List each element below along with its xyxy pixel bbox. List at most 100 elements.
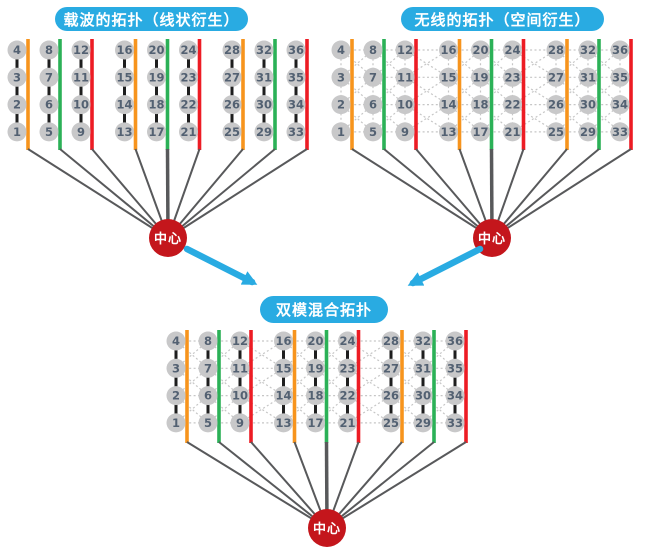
node-label: 3: [13, 70, 21, 84]
node-22: [338, 386, 357, 406]
node-35: [610, 67, 630, 87]
node-label: 10: [73, 98, 89, 112]
hybrid-topology: 4321876512111091615141320191817242322212…: [166, 330, 468, 547]
node-label: 7: [45, 70, 53, 84]
node-label: 14: [116, 98, 132, 112]
node-label: 34: [447, 389, 463, 403]
node-1: [331, 122, 351, 142]
hybrid-topology-title: 双模混合拓扑: [260, 296, 388, 323]
node-34: [286, 95, 306, 115]
node-6: [363, 95, 383, 115]
hub-link: [167, 148, 308, 239]
node-label: 32: [256, 43, 272, 57]
node-label: 9: [401, 125, 409, 139]
node-36: [286, 40, 306, 60]
node-15: [274, 358, 293, 378]
node-label: 7: [369, 70, 377, 84]
node-label: 24: [180, 43, 196, 57]
node-28: [222, 40, 242, 60]
node-11: [395, 67, 415, 87]
node-21: [503, 122, 522, 142]
node-label: 22: [180, 98, 196, 112]
node-label: 5: [369, 125, 377, 139]
node-label: 30: [415, 389, 431, 403]
hub-node: [308, 509, 346, 547]
node-label: 1: [337, 125, 345, 139]
node-32: [254, 40, 274, 60]
node-22: [503, 95, 522, 115]
node-label: 17: [148, 125, 164, 139]
hub-link: [250, 441, 328, 529]
node-8: [39, 40, 59, 60]
node-9: [71, 122, 91, 142]
node-18: [471, 95, 490, 115]
node-7: [363, 67, 383, 87]
node-16: [439, 40, 458, 60]
node-label: 16: [116, 43, 132, 57]
hub-link: [27, 148, 169, 239]
node-11: [230, 358, 250, 378]
node-label: 13: [116, 125, 132, 139]
hub-link: [326, 441, 403, 529]
node-label: 3: [337, 70, 345, 84]
node-label: 32: [580, 43, 596, 57]
node-label: 8: [369, 43, 377, 57]
node-label: 5: [204, 416, 212, 430]
hub-link: [326, 441, 467, 529]
node-36: [610, 40, 630, 60]
node-label: 13: [440, 125, 456, 139]
hub-link: [491, 148, 600, 239]
node-label: 29: [256, 125, 272, 139]
node-label: 6: [204, 389, 212, 403]
node-label: 28: [548, 43, 564, 57]
node-label: 36: [288, 43, 304, 57]
node-label: 33: [447, 416, 463, 430]
node-label: 14: [275, 389, 291, 403]
node-label: 21: [339, 416, 355, 430]
node-label: 24: [504, 43, 520, 57]
node-13: [439, 122, 458, 142]
node-label: 25: [383, 416, 399, 430]
node-23: [179, 67, 198, 87]
node-label: 34: [612, 98, 628, 112]
node-label: 30: [256, 98, 272, 112]
node-label: 24: [339, 334, 355, 348]
node-6: [39, 95, 59, 115]
node-label: 31: [256, 70, 272, 84]
node-10: [395, 95, 415, 115]
node-33: [445, 413, 465, 433]
node-8: [198, 331, 218, 351]
node-label: 28: [224, 43, 240, 57]
node-label: 31: [415, 361, 431, 375]
node-label: 20: [307, 334, 323, 348]
node-label: 12: [232, 334, 248, 348]
node-14: [115, 95, 134, 115]
hub-link: [218, 441, 328, 529]
node-label: 26: [224, 98, 240, 112]
node-label: 33: [612, 125, 628, 139]
node-label: 4: [172, 334, 180, 348]
node-20: [471, 40, 490, 60]
hub-label: 中心: [478, 231, 506, 247]
node-28: [381, 331, 401, 351]
node-label: 17: [307, 416, 323, 430]
node-label: 23: [504, 70, 520, 84]
node-17: [471, 122, 490, 142]
node-label: 15: [116, 70, 132, 84]
node-label: 16: [275, 334, 291, 348]
merge-arrow-left: [183, 245, 258, 286]
node-26: [546, 95, 566, 115]
node-12: [395, 40, 415, 60]
node-31: [254, 67, 274, 87]
node-30: [254, 95, 274, 115]
node-35: [286, 67, 306, 87]
node-35: [445, 358, 465, 378]
node-label: 4: [337, 43, 345, 57]
node-label: 18: [472, 98, 488, 112]
node-label: 12: [397, 43, 413, 57]
hub-link: [383, 148, 493, 239]
node-8: [363, 40, 383, 60]
node-21: [179, 122, 198, 142]
node-label: 35: [447, 361, 463, 375]
